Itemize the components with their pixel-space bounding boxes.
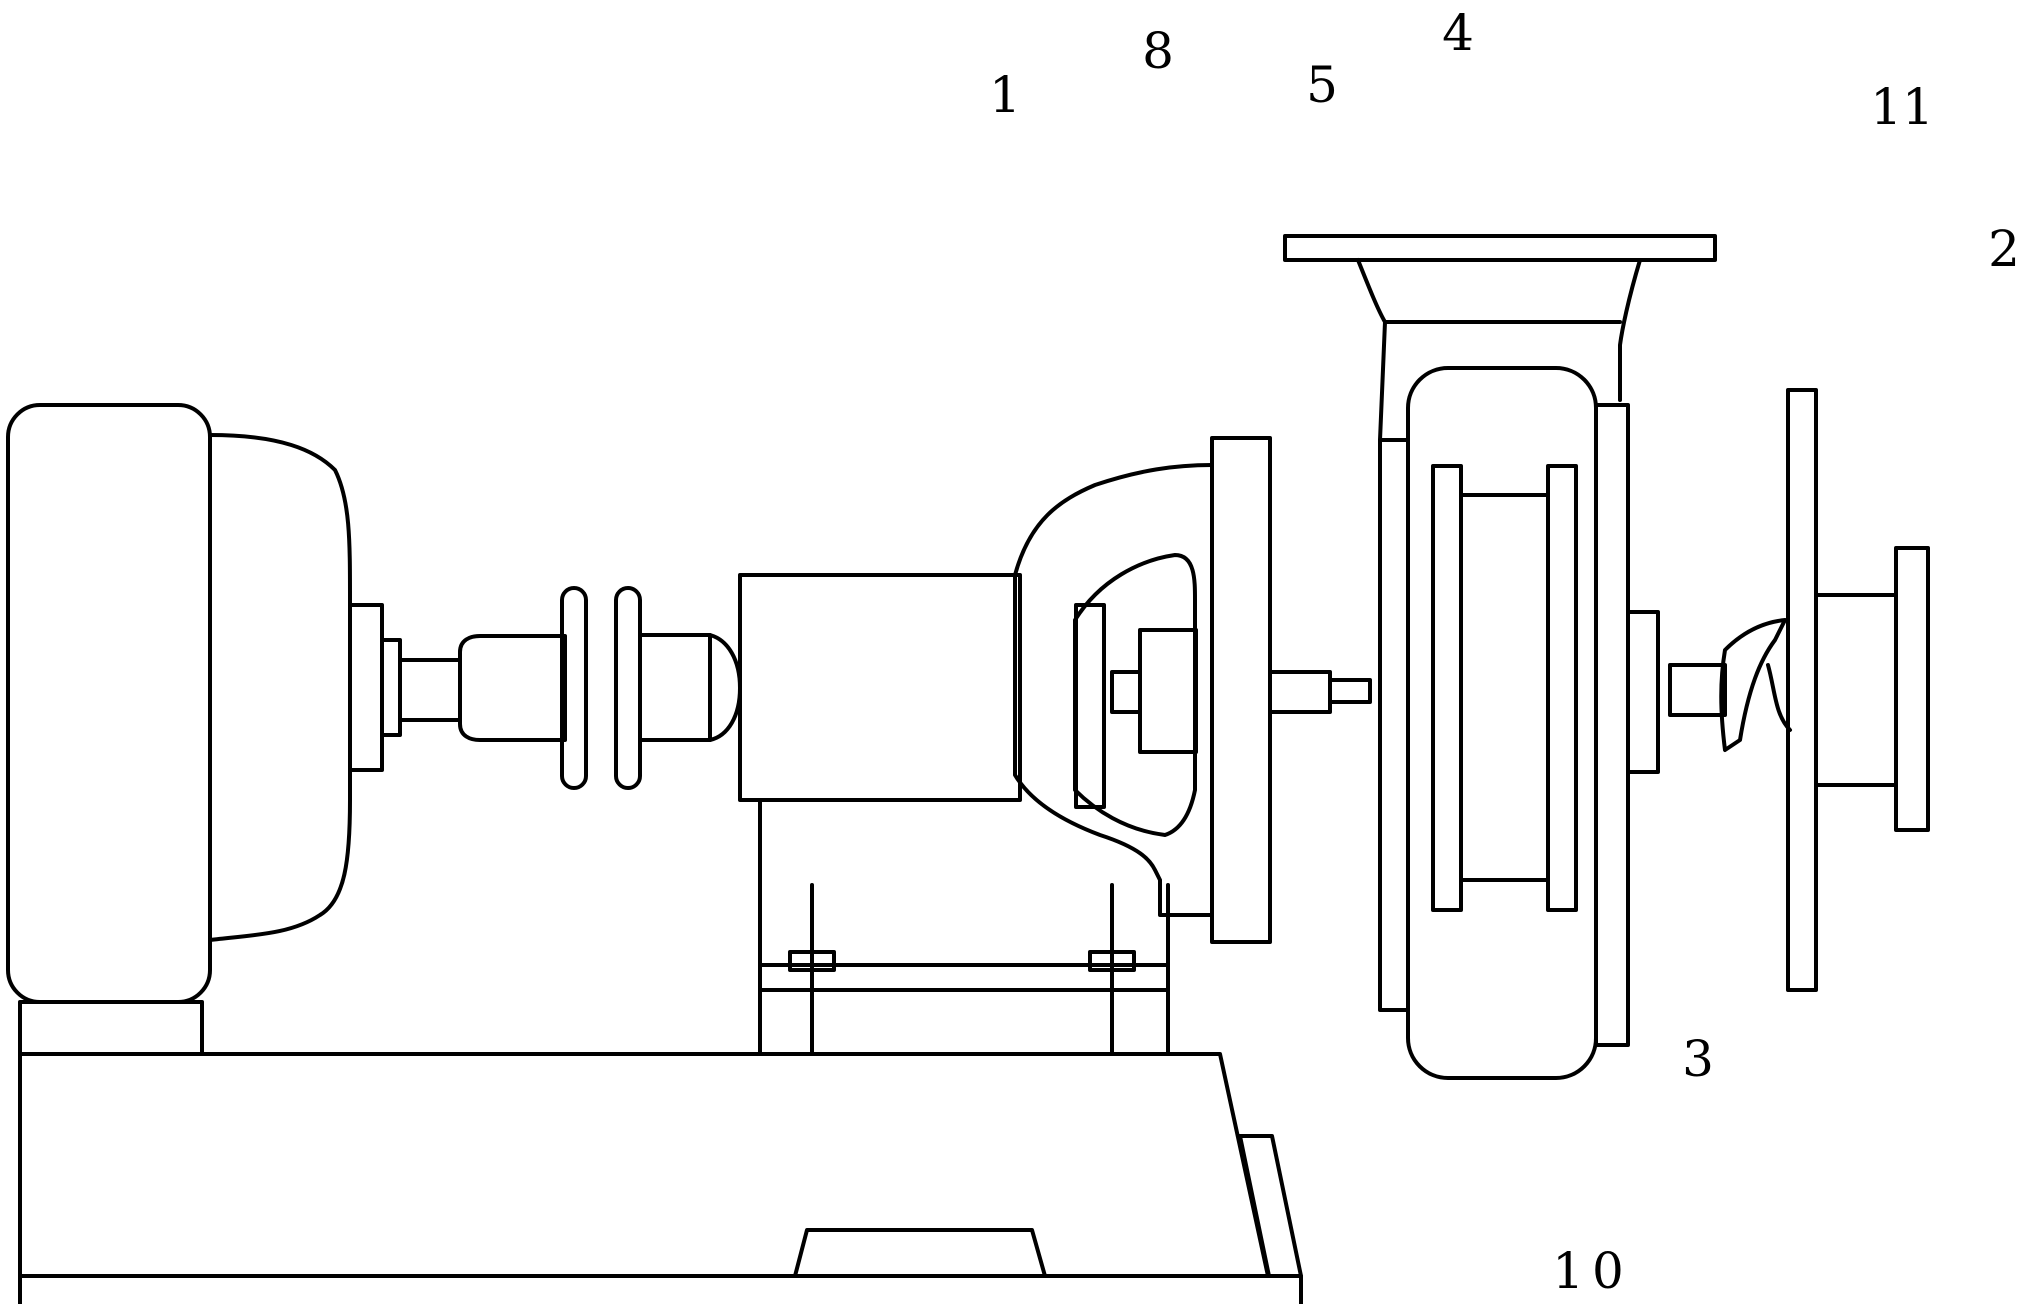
base-frame	[18, 1052, 1303, 1304]
label-2: 2	[1988, 220, 2020, 278]
rear-assembly	[1626, 388, 1930, 992]
pump-casing	[1013, 463, 1214, 917]
label-1: 1	[989, 66, 1021, 124]
motor	[6, 403, 352, 1056]
volute	[1283, 234, 1717, 1080]
label-10: 10	[1552, 1242, 1632, 1300]
label-11: 11	[1870, 78, 1934, 136]
label-8: 8	[1142, 22, 1174, 80]
part-labels: 1 8 5 4 11 2 3 10	[989, 4, 2020, 1300]
coupling	[348, 586, 742, 790]
bearing-housing	[738, 573, 1170, 1056]
label-5: 5	[1306, 56, 1338, 114]
label-3: 3	[1682, 1030, 1714, 1088]
front-flange	[1210, 436, 1372, 944]
label-4: 4	[1442, 4, 1474, 62]
